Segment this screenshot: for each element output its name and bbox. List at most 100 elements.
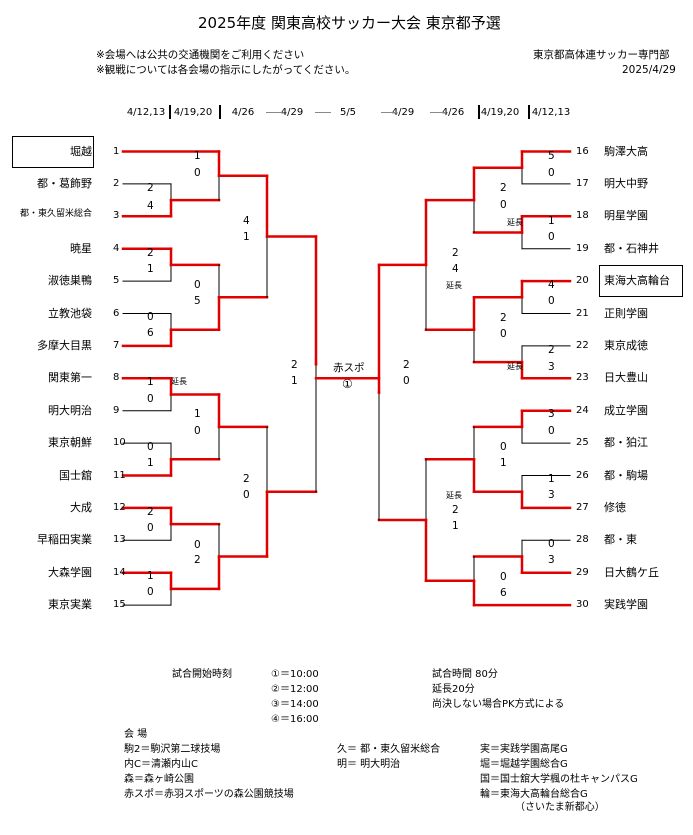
issue-date: 2025/4/29 <box>622 64 676 76</box>
seed-number: 8 <box>113 372 120 384</box>
venue-title: 会 場 <box>124 729 148 740</box>
team-name: 早稲田実業 <box>37 533 92 547</box>
team-name: 明大明治 <box>48 403 92 417</box>
seed-number: 6 <box>113 307 120 319</box>
match-score: 4 <box>147 200 154 212</box>
kickoff-time: ④＝16:00 <box>271 714 319 725</box>
extra-time-label: 延長 <box>507 362 523 371</box>
venue-entry: 明＝ 明大明治 <box>337 759 401 770</box>
venue-entry: 駒2＝駒沢第二球技場 <box>124 744 221 755</box>
seed-number: 29 <box>576 566 589 578</box>
round-date: 4/19,20 <box>480 107 520 118</box>
note-transport: ※会場へは公共の交通機関をご利用ください <box>96 49 305 61</box>
rule-match-time: 試合時間 80分 <box>432 669 498 680</box>
seed-number: 2 <box>113 177 120 189</box>
team-name: 成立学園 <box>604 403 648 417</box>
date-separator <box>169 105 171 119</box>
team-name: 多摩大目黒 <box>37 338 92 352</box>
match-score: 1 <box>243 231 250 243</box>
team-name: 東京実業 <box>48 598 92 612</box>
extra-time-label: 延長 <box>507 218 523 227</box>
match-score: 2 <box>147 247 154 259</box>
venue-entry: 実＝実践学園高尾G <box>480 744 568 755</box>
match-score: 0 <box>548 231 555 243</box>
round-date: 4/29 <box>280 107 304 118</box>
team-name: 淑徳巣鴨 <box>48 274 92 288</box>
seed-number: 23 <box>576 372 589 384</box>
team-name: 修徳 <box>604 500 626 514</box>
match-score: 0 <box>147 311 154 323</box>
seed-number: 18 <box>576 210 589 222</box>
match-score: 2 <box>147 182 154 194</box>
match-score: 0 <box>147 522 154 534</box>
team-highlight-box <box>12 136 94 168</box>
date-separator <box>219 105 221 119</box>
match-score: 0 <box>548 425 555 437</box>
match-score: 3 <box>548 361 555 373</box>
seed-number: 4 <box>113 242 120 254</box>
match-score: 6 <box>500 587 507 599</box>
kickoff-time: ①＝10:00 <box>271 669 319 680</box>
team-name: 日大豊山 <box>604 371 648 385</box>
seed-number: 9 <box>113 404 120 416</box>
seed-number: 3 <box>113 210 120 222</box>
match-score: 1 <box>147 570 154 582</box>
match-score: 4 <box>243 215 250 227</box>
match-score: 1 <box>147 457 154 469</box>
rule-pk: 尚決しない場合PK方式による <box>432 699 565 710</box>
final-slot: ① <box>342 377 353 391</box>
match-score: 2 <box>291 359 298 371</box>
seed-number: 15 <box>113 599 126 611</box>
match-score: 6 <box>147 327 154 339</box>
seed-number: 21 <box>576 307 589 319</box>
match-score: 3 <box>548 554 555 566</box>
venue-entry: 内C＝清瀬内山C <box>124 759 198 770</box>
match-score: 1 <box>194 150 201 162</box>
match-score: 1 <box>194 408 201 420</box>
page-title: 2025年度 関東高校サッカー大会 東京都予選 <box>198 14 501 32</box>
match-score: 5 <box>194 295 201 307</box>
date-separator <box>430 112 446 113</box>
seed-number: 24 <box>576 404 589 416</box>
match-score: 0 <box>548 167 555 179</box>
team-name: 都・狛江 <box>604 436 648 450</box>
seed-number: 5 <box>113 275 120 287</box>
team-name: 東海大高輪台 <box>604 274 670 288</box>
match-score: 0 <box>147 441 154 453</box>
match-score: 0 <box>194 279 201 291</box>
team-name: 正則学園 <box>604 306 648 320</box>
seed-number: 28 <box>576 534 589 546</box>
seed-number: 20 <box>576 275 589 287</box>
match-score: 0 <box>500 328 507 340</box>
match-score: 1 <box>500 457 507 469</box>
match-score: 0 <box>194 539 201 551</box>
extra-time-label: 延長 <box>171 377 187 386</box>
match-score: 0 <box>500 199 507 211</box>
match-score: 2 <box>194 554 201 566</box>
round-date: 4/26 <box>231 107 255 118</box>
seed-number: 1 <box>113 145 120 157</box>
seed-number: 25 <box>576 437 589 449</box>
date-separator <box>478 105 480 119</box>
kickoff-title: 試合開始時刻 <box>172 669 232 680</box>
match-score: 0 <box>548 538 555 550</box>
match-score: 4 <box>452 263 459 275</box>
match-score: 0 <box>147 393 154 405</box>
date-separator <box>381 112 397 113</box>
team-name: 東京成徳 <box>604 338 648 352</box>
round-date: 4/12,13 <box>126 107 166 118</box>
match-score: 1 <box>452 520 459 532</box>
date-separator <box>266 112 282 113</box>
team-name: 大森学園 <box>48 565 92 579</box>
seed-number: 19 <box>576 242 589 254</box>
match-score: 2 <box>147 506 154 518</box>
match-score: 1 <box>147 376 154 388</box>
team-name: 都・葛飾野 <box>37 176 92 190</box>
date-separator <box>315 112 331 113</box>
round-date: 4/26 <box>441 107 465 118</box>
match-score: 0 <box>147 586 154 598</box>
team-name: 大成 <box>70 500 92 514</box>
rule-extra-time: 延長20分 <box>432 684 475 695</box>
match-score: 1 <box>291 375 298 387</box>
venue-entry: （さいたま新都心） <box>515 802 605 813</box>
